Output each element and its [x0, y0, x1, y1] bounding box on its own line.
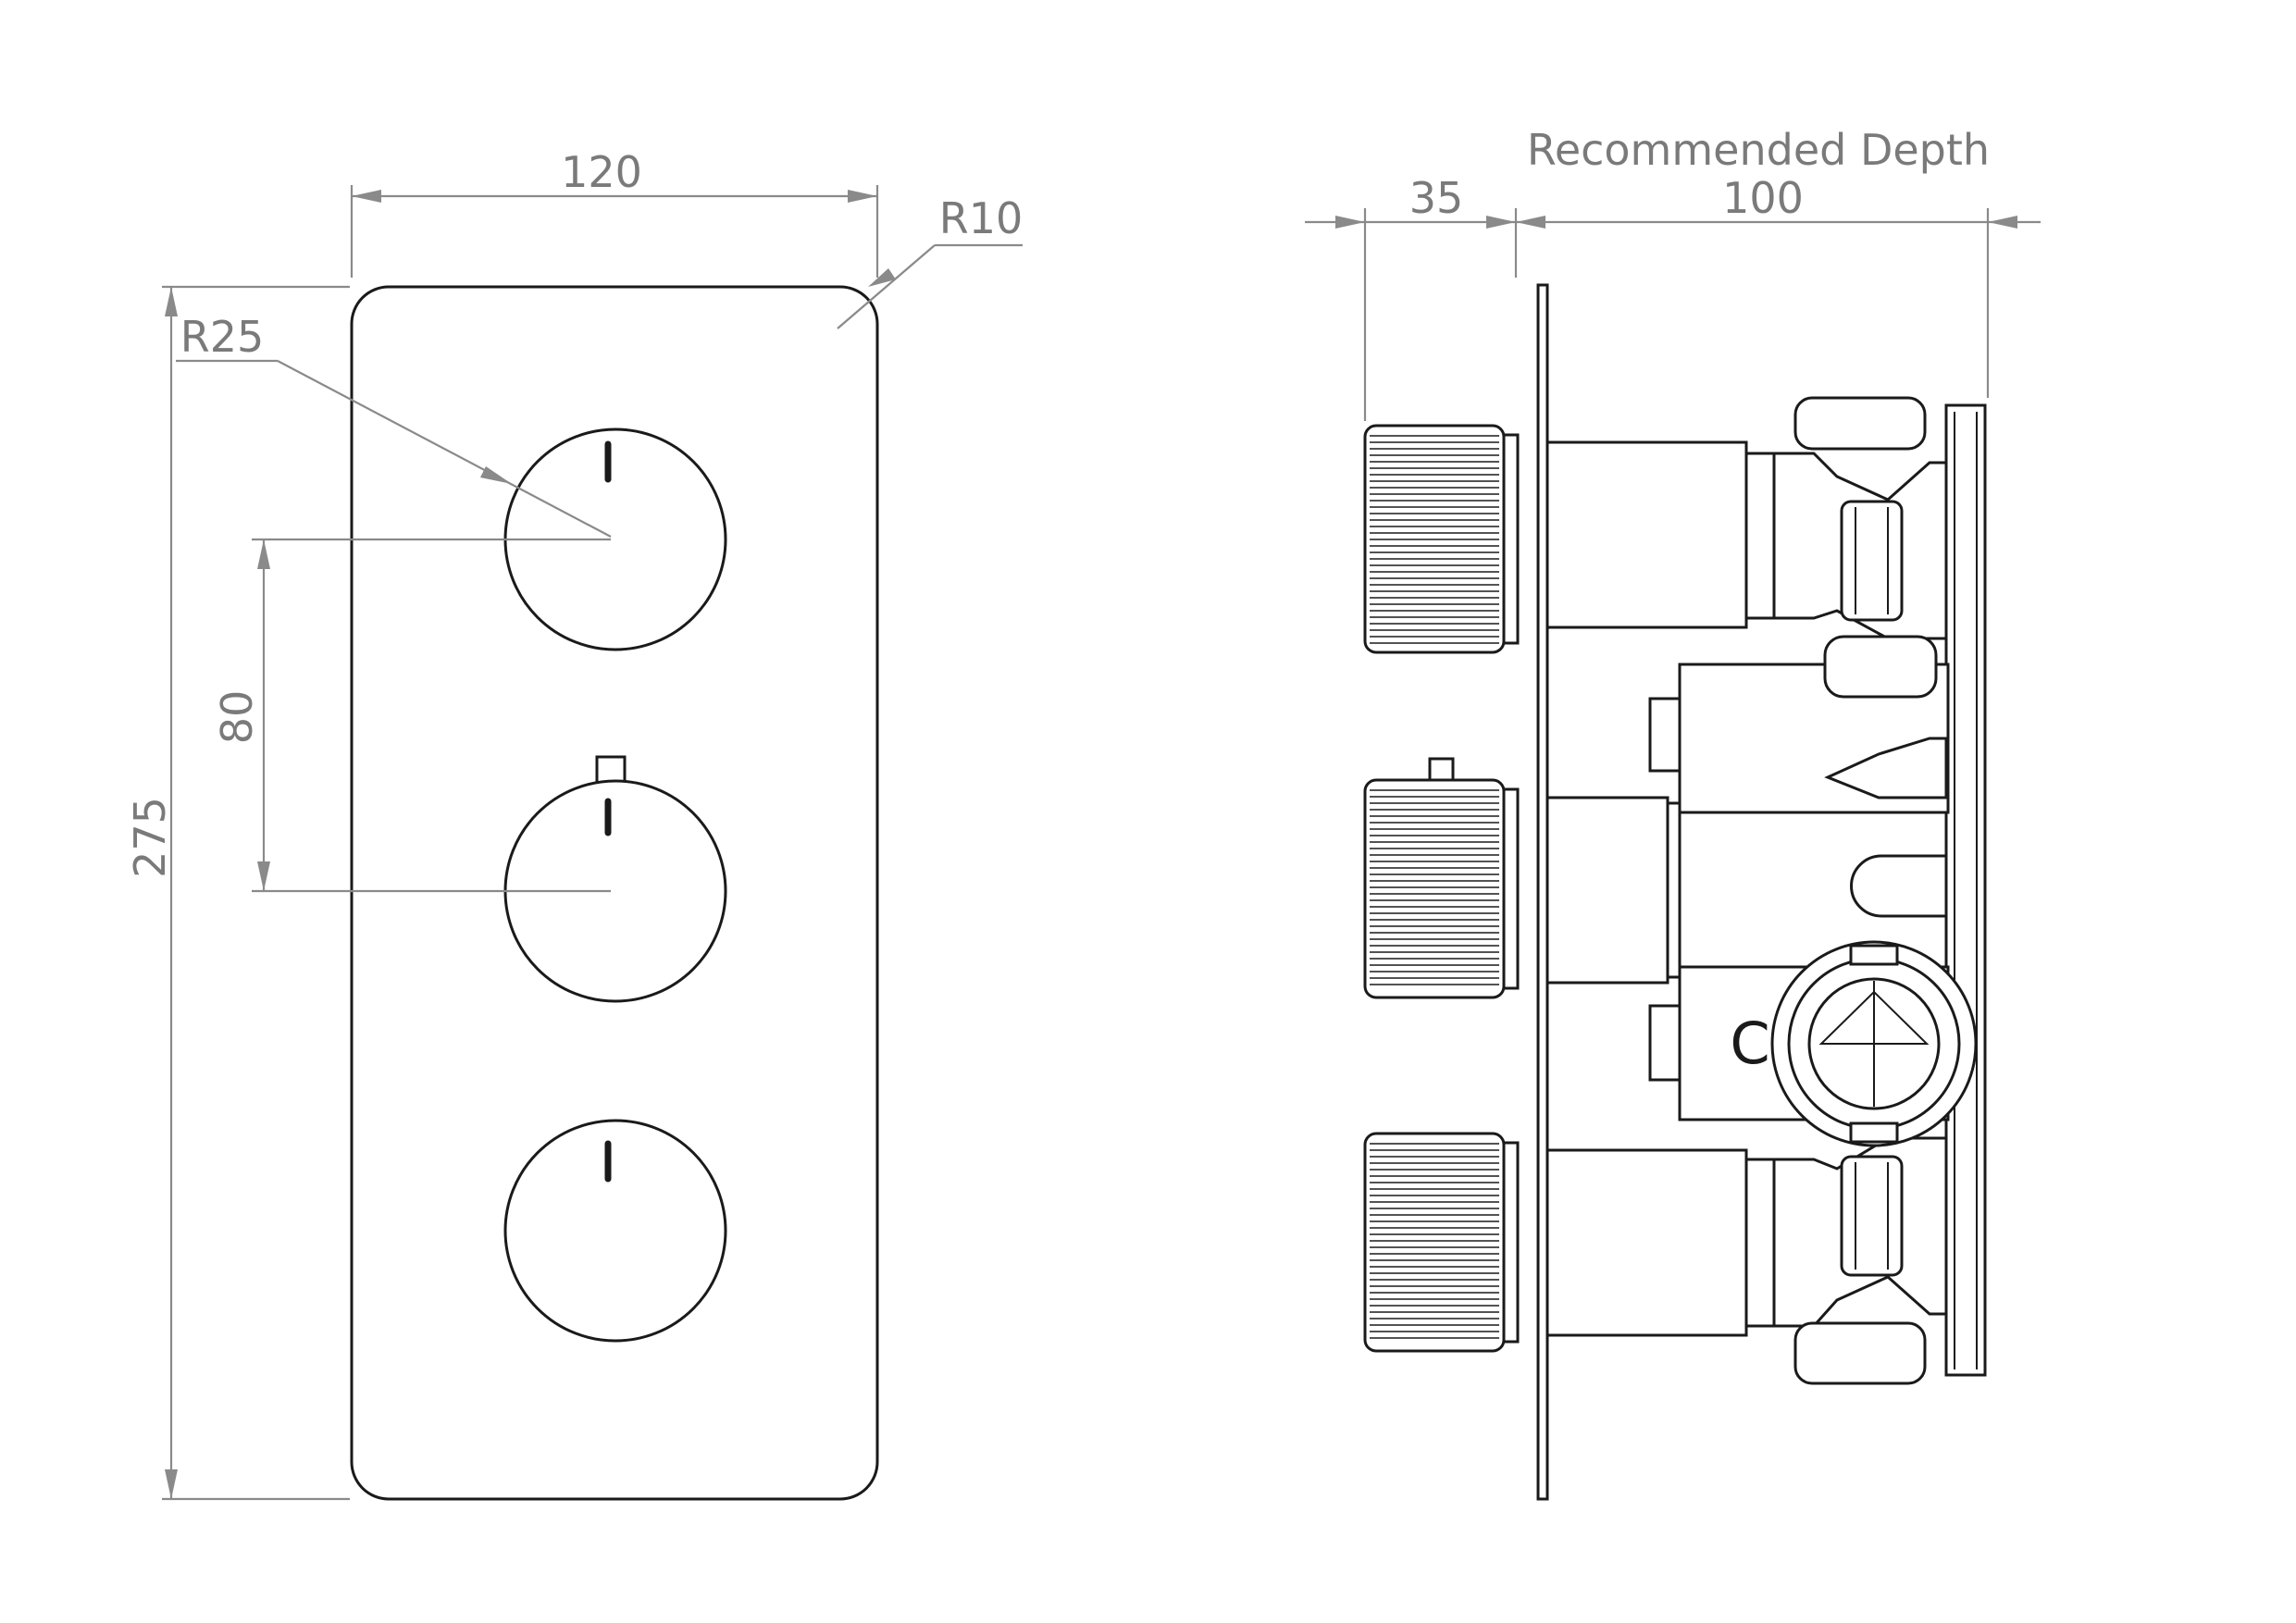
side-knob-top — [1363, 424, 1520, 654]
knob-spacing-label: 80 — [212, 690, 262, 745]
depth-dimensions: Recommended Depth 35 100 — [1305, 125, 2041, 421]
cold-inlet-port: C — [1730, 940, 1978, 1147]
side-knob-middle — [1363, 757, 1520, 999]
knob-radius-label: R25 — [180, 312, 265, 362]
bottom-cartridge — [1545, 1136, 1948, 1385]
side-knob-bottom — [1363, 1132, 1520, 1353]
side-view: Recommended Depth 35 100 — [1305, 125, 2041, 1501]
width-dimension: 120 — [350, 147, 879, 278]
corner-radius-callout: R10 — [837, 193, 1024, 329]
knob-radius-callout: R25 — [176, 312, 612, 538]
front-view: 120 R10 R25 80 — [125, 147, 1024, 1501]
cold-marking: C — [1730, 1010, 1769, 1077]
protrusion-label: 35 — [1409, 173, 1464, 223]
corner-radius-label: R10 — [939, 193, 1024, 243]
middle-shaft — [1545, 796, 1682, 985]
front-knob-bottom — [503, 1119, 727, 1343]
recommended-depth-title: Recommended Depth — [1527, 125, 1990, 175]
height-dimension: 275 — [125, 285, 350, 1501]
top-cartridge — [1545, 396, 1948, 699]
knob-spacing-dimension: 80 — [212, 538, 611, 893]
height-label: 275 — [125, 797, 175, 878]
backing-plate — [1944, 403, 1987, 1377]
width-label: 120 — [561, 147, 642, 197]
depth-label: 100 — [1722, 173, 1804, 223]
